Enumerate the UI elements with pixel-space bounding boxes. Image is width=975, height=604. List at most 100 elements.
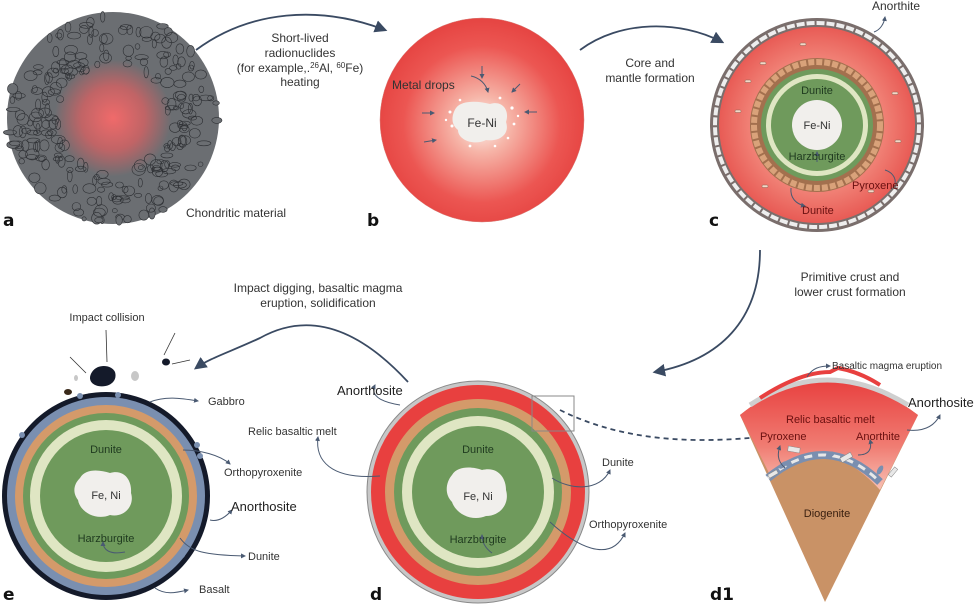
chondrule-grain (99, 43, 105, 53)
chondrule-grain (164, 68, 172, 75)
fe-ni-core-b (452, 101, 508, 143)
metal-drops-label: Metal drops (392, 78, 455, 92)
dunite-pointer-d (551, 469, 611, 488)
chondrule-grain (32, 69, 43, 76)
chondrule-grain (192, 93, 201, 102)
dunite-pointer-e (179, 537, 246, 559)
diogenite-label: Diogenite (804, 508, 850, 520)
arrow-b-to-c (579, 25, 725, 51)
chondrule-grain (163, 51, 171, 58)
orthopyroxenite-label-d: Orthopyroxenite (589, 519, 667, 531)
chondrule-grain (77, 157, 85, 170)
chondrule-grain (158, 180, 169, 190)
chondrule-grain (156, 159, 165, 165)
chondrule-grain (186, 45, 195, 58)
chondrule-grain (88, 26, 94, 38)
dunite-inner-label-d: Dunite (462, 444, 494, 456)
chondrule-grain (94, 217, 104, 224)
chondrule-grain (56, 95, 64, 103)
chondrule-grain (170, 164, 180, 172)
chondritic-body (7, 12, 219, 224)
chondrule-grain (119, 197, 131, 204)
panel-b: Metal drops Fe-Ni b (367, 17, 585, 231)
chondrule-grain (166, 98, 177, 110)
chondrule-grain (178, 103, 184, 109)
chondrule-grain (67, 31, 81, 40)
chondrule-grain (163, 143, 170, 149)
chondrule-grain (115, 181, 124, 189)
chondrule-grain (122, 44, 134, 57)
chondrule-grain (198, 94, 213, 102)
chondrule-grain (123, 215, 132, 224)
arrow-d-to-e (193, 324, 409, 383)
chondrule-grain (212, 100, 220, 106)
chondrule-grain (71, 202, 81, 211)
chondrule-grain (92, 175, 97, 186)
anorthosite-label-e: Anorthosite (231, 499, 297, 514)
dunite-inner-label-e: Dunite (90, 444, 122, 456)
metal-drops (444, 96, 520, 148)
fe-ni-core-c (792, 100, 842, 150)
chondrule-grain (79, 25, 89, 34)
chondrule-grain (38, 156, 46, 162)
pyroxene-pointer (884, 169, 896, 184)
chondrule-grain (91, 29, 99, 37)
chondrule-grain (99, 52, 112, 64)
pyroxene-crystals (751, 59, 883, 191)
chondrule-grain (115, 195, 130, 201)
chondrule-grain (196, 140, 212, 147)
chondrule-grain (53, 67, 59, 74)
chondrule-grain (94, 60, 101, 69)
basalt-pointer-e (154, 587, 189, 594)
chondrule-grain (143, 66, 149, 79)
chondrule-grain (64, 155, 75, 162)
chondrule-grain (26, 137, 41, 144)
chondrule-grain (31, 85, 38, 93)
fe-ni-label-c: Fe-Ni (804, 120, 831, 132)
panel-letter-a: a (3, 211, 14, 231)
chondrule-grain (31, 107, 44, 119)
chondrule-grain (21, 127, 31, 134)
chondrule-grain (33, 129, 42, 136)
chondrule-grain (51, 135, 66, 145)
chondrule-grain (44, 72, 50, 85)
chondrule-grain (74, 165, 87, 172)
chondrule-grain (103, 49, 110, 62)
fe-ni-core-d (446, 467, 507, 519)
chondrule-grain (179, 120, 191, 126)
chondrule-grain (160, 77, 175, 88)
chondrule-grain (100, 11, 106, 23)
chondrule-grain (93, 207, 106, 217)
chondrule-grain (169, 122, 181, 133)
chondrule-grain (188, 64, 195, 72)
impactor (64, 329, 191, 395)
chondrule-grain (25, 148, 40, 161)
chondrule-grain (66, 60, 82, 69)
anorthite-pointer-d1 (857, 439, 874, 456)
chondrule-grain (134, 192, 142, 198)
chondrule-grain (47, 88, 61, 96)
fe-ni-label-d: Fe, Ni (463, 491, 492, 503)
chondrule-grain (138, 209, 150, 221)
zoom-box (531, 395, 575, 432)
step-label-line: radionuclides (265, 46, 336, 60)
chondrule-grain (134, 54, 149, 61)
anorthosite-label-d: Anorthosite (337, 383, 403, 398)
chondrule-grain (155, 73, 161, 80)
dunite-outer-label-d: Dunite (602, 457, 634, 469)
chondrule-grain (172, 54, 179, 66)
chondrule-grain (151, 166, 163, 173)
chondrule-grain (73, 208, 84, 217)
chondrule-grain (135, 26, 142, 38)
chondrule-grain (97, 177, 111, 185)
chondrule-grain (177, 56, 186, 68)
chondrule-grain (137, 178, 143, 188)
panel-e: Impact collision Gabbro Dunite Orthopyro… (2, 312, 302, 604)
chondrule-grain (207, 95, 215, 102)
chondrule-grain (148, 207, 156, 220)
fe-ni-label-e: Fe, Ni (91, 490, 120, 502)
chondrule-grain (138, 165, 144, 170)
step-label-line: Short-lived (271, 31, 328, 45)
chondrule-grain (80, 66, 90, 75)
